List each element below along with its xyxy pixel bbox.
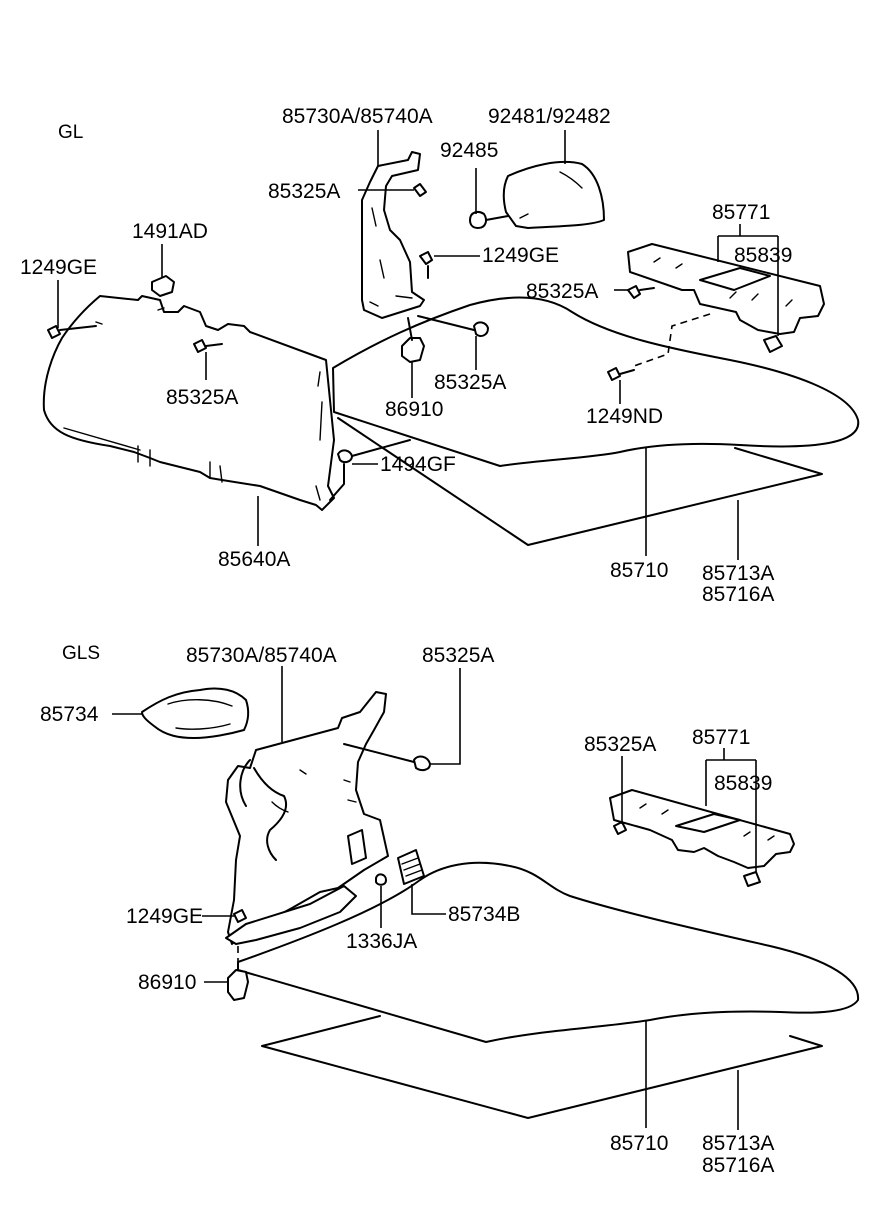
gl-clip-85839[interactable] (763, 335, 783, 353)
gls-screw-85325a-right[interactable] (613, 821, 627, 835)
gl-label-85710: 85710 (610, 559, 668, 582)
gls-carpet-85710[interactable] (237, 861, 860, 1043)
gl-upper-trim-85730a[interactable] (361, 151, 425, 319)
gl-label-85325a-mid: 85325A (434, 371, 506, 394)
gl-label-85771: 85771 (712, 201, 770, 224)
gls-section: GLS (40, 643, 860, 1177)
gls-label-1249ge: 1249GE (126, 905, 203, 928)
gl-label-85713a: 85713A (702, 562, 774, 585)
gl-mat-85713a[interactable] (337, 417, 823, 546)
gl-label-85325a-right: 85325A (526, 280, 598, 303)
gl-label-92481-92482: 92481/92482 (488, 105, 611, 128)
gls-label-85716a: 85716A (702, 1154, 774, 1177)
gl-screw-1494gf[interactable] (337, 449, 353, 464)
gl-label-1494gf: 1494GF (380, 453, 456, 476)
gl-label-92485: 92485 (440, 139, 498, 162)
gls-label-85713a: 85713A (702, 1132, 774, 1155)
gl-screw-85325a-right[interactable] (627, 285, 641, 299)
gls-label-85734: 85734 (40, 703, 99, 726)
gl-clip-86910[interactable] (401, 337, 425, 363)
gl-label-1491ad: 1491AD (132, 220, 208, 243)
gl-label-85325a-top: 85325A (268, 180, 340, 203)
gl-sill-plate-85771[interactable] (627, 243, 825, 335)
gl-label-85325a-panel: 85325A (166, 386, 238, 409)
gl-section: GL (20, 105, 860, 606)
gl-screw-85325a-top[interactable] (413, 183, 427, 197)
gl-label-85730a-85740a: 85730A/85740A (282, 105, 433, 128)
gls-cap-1336ja[interactable] (375, 873, 387, 886)
gls-screw-85325a-top[interactable] (413, 755, 431, 772)
gl-screw-85325a-mid[interactable] (473, 321, 489, 337)
gls-cover-85734[interactable] (141, 687, 250, 739)
gl-screw-1249ge-left[interactable] (47, 325, 61, 339)
gl-cover-92481[interactable] (502, 160, 605, 229)
gls-trim-lower-flange (225, 885, 357, 945)
gl-screw-85325a-panel[interactable] (193, 339, 207, 353)
gl-screw-1249nd[interactable] (607, 367, 621, 381)
gl-screw-1249ge-mid[interactable] (419, 251, 433, 265)
gls-label-85839: 85839 (714, 772, 772, 795)
gls-label-85325a-top: 85325A (422, 644, 494, 667)
gl-label-85716a: 85716A (702, 583, 774, 606)
gls-label-85325a-right: 85325A (584, 733, 656, 756)
gls-label-86910: 86910 (138, 971, 196, 994)
gl-panel-crease (63, 371, 323, 501)
gls-label-85734b: 85734B (448, 903, 520, 926)
gls-side-trim-85730a[interactable] (225, 691, 389, 945)
gls-screw-1249ge[interactable] (233, 909, 247, 923)
gl-clip-1491ad[interactable] (151, 275, 175, 297)
gls-section-label: GLS (62, 643, 100, 664)
gl-side-panel-85640a[interactable] (42, 295, 335, 511)
gls-mat-85713a[interactable] (261, 1015, 823, 1119)
gls-sill-plate-85771[interactable] (609, 789, 795, 869)
gls-clip-86910[interactable] (227, 969, 249, 1001)
gl-label-85640a: 85640A (218, 548, 290, 571)
gls-label-85710: 85710 (610, 1132, 668, 1155)
gl-label-1249ge-left: 1249GE (20, 256, 97, 279)
gl-carpet-85710[interactable] (332, 296, 860, 467)
gl-label-86910: 86910 (385, 398, 443, 421)
gl-label-1249nd: 1249ND (586, 405, 663, 428)
gls-label-85771: 85771 (692, 726, 750, 749)
gl-section-label: GL (58, 122, 83, 143)
gls-label-85730a-85740a: 85730A/85740A (186, 644, 337, 667)
gls-clip-85839[interactable] (743, 871, 761, 887)
gl-bulb-92485[interactable] (469, 211, 487, 229)
gl-label-1249ge-mid: 1249GE (482, 244, 559, 267)
gls-label-1336ja: 1336JA (346, 930, 417, 953)
gl-label-85839: 85839 (734, 244, 792, 267)
